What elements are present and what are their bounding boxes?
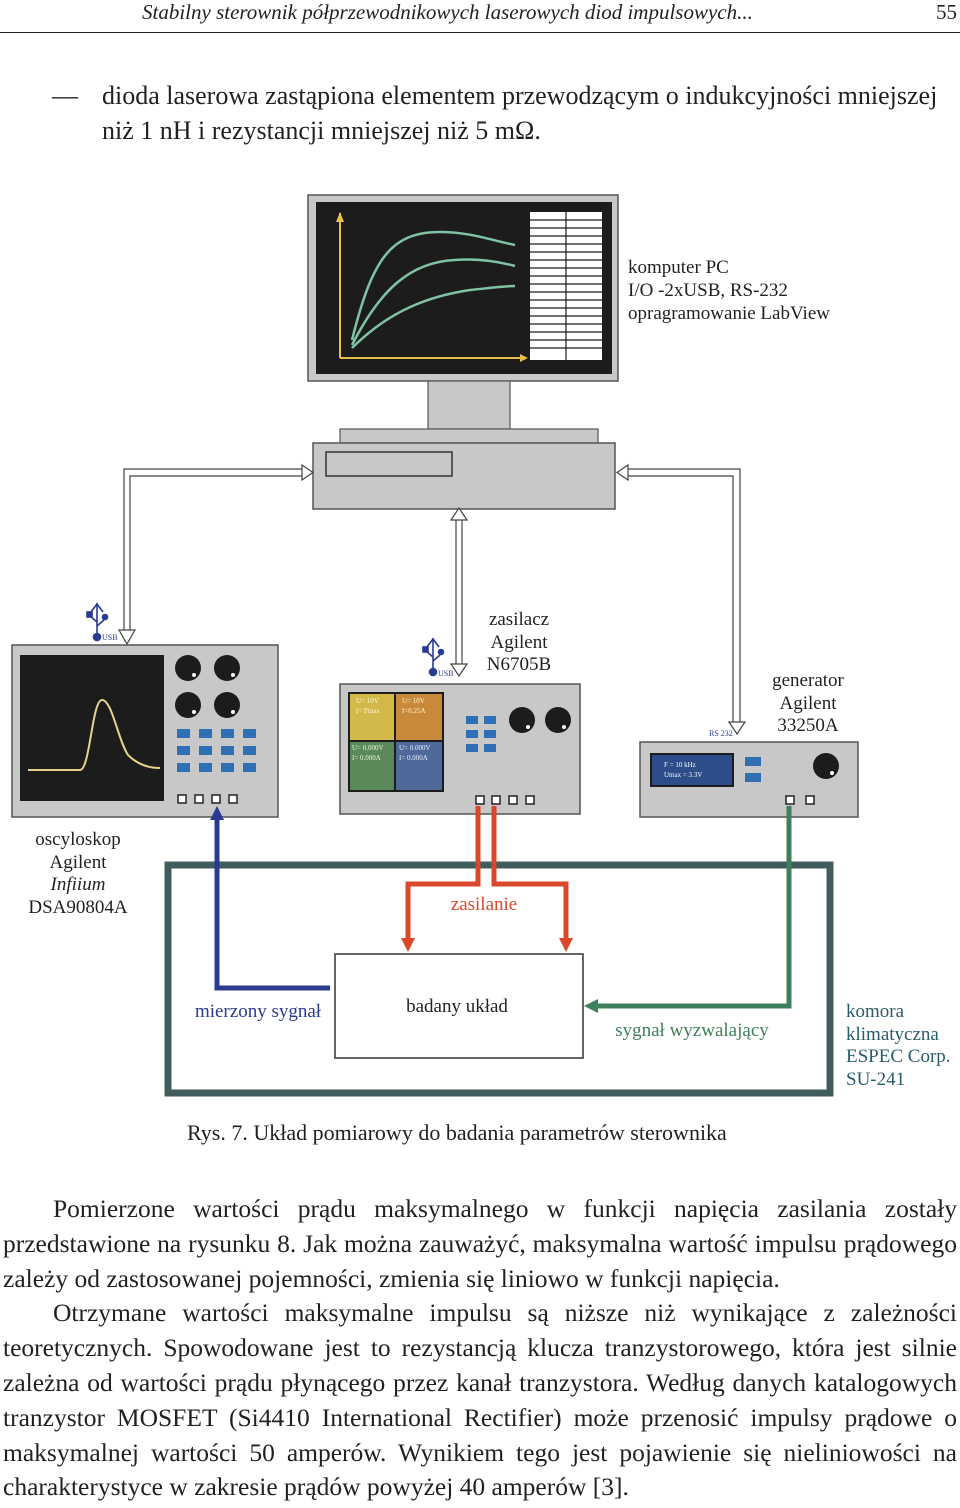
chamber-label-line2: klimatyczna [846,1024,939,1045]
power-arrow-left [401,938,415,952]
body-text: Pomierzone wartości prądu maksymalnego w… [3,1192,957,1505]
pc-base [312,442,616,510]
psu-screen-1a: U= 10V [356,697,379,705]
measurement-setup-figure: komputer PC I/O -2xUSB, RS-232 opragramo… [0,180,960,1110]
psu-screen-3b: I= 0.000A [352,754,381,762]
pc-label-line3: opragramowanie LabView [628,303,830,324]
bullet-text: dioda laserowa zastąpiona elementem prze… [102,81,938,145]
chamber-label-line4: SU-241 [846,1069,905,1090]
psu-screen-2a: U= 10V [402,697,425,705]
power-lines [405,806,569,940]
psu-label-line3: N6705B [487,654,551,675]
usb-label-osc: USB [102,633,118,642]
figure-svg: komputer PC I/O -2xUSB, RS-232 opragramo… [11,194,951,1097]
gen-screen-line2: Umax = 3.3V [664,771,702,779]
bullet-dash: — [52,81,78,110]
power-supply [339,683,581,815]
dut-label: badany układ [406,996,508,1017]
paragraph: Pomierzone wartości prądu maksymalnego w… [3,1194,957,1293]
zasilanie-label: zasilanie [451,894,517,915]
pc-label-line1: komputer PC [628,257,729,278]
usb-label-psu: USB [438,669,454,678]
trigger-signal-label: sygnał wyzwalający [615,1020,769,1041]
oscilloscope-label-line4: DSA90804A [28,897,128,918]
oscilloscope [11,644,279,818]
psu-screen-2b: I=0.25A [402,707,426,715]
trigger-signal-arrow [584,999,598,1013]
pc-psu-cable [449,506,469,678]
pc-generator-cable [615,463,747,736]
measured-signal-label: mierzony sygnał [195,1001,322,1022]
figure-caption: Rys. 7. Układ pomiarowy do badania param… [187,1120,727,1145]
generator-label-line2: Agilent [780,693,838,714]
generator-label-line1: generator [772,670,844,691]
oscilloscope-label-line3: Infiium [50,874,106,895]
trigger-signal-line [596,806,792,1009]
paragraph: Otrzymane wartości maksymalne impulsu są… [3,1298,957,1502]
running-title: Stabilny sterownik półprzewodnikowych la… [142,0,753,24]
measured-signal-line [214,818,330,991]
device-under-test [334,953,584,1059]
climatic-chamber [164,861,834,1097]
psu-label-line1: zasilacz [489,609,549,630]
generator [639,741,859,818]
psu-label-line2: Agilent [491,632,549,653]
psu-screen-1b: I= Pmax [356,707,380,715]
pc-oscilloscope-cable [117,463,315,646]
gen-screen-line1: F = 10 kHz [664,761,696,769]
oscilloscope-label-line1: oscyloskop [35,829,121,850]
power-arrow-right [559,938,573,952]
pc-monitor [307,194,619,444]
oscilloscope-label-line2: Agilent [50,852,108,873]
usb-icon [86,602,109,642]
page-number: 55 [936,0,957,24]
usb-icon [422,637,445,677]
psu-screen-4a: U= 0.000V [399,744,431,752]
rs232-label: RS 232 [709,729,733,738]
generator-label-line3: 33250A [777,715,839,736]
psu-screen-3a: U= 0.000V [352,744,384,752]
pc-label-line2: I/O -2xUSB, RS-232 [628,280,788,301]
chamber-label-line3: ESPEC Corp. [846,1046,951,1067]
psu-screen-4b: I= 0.000A [399,754,428,762]
measured-signal-arrow [210,806,224,820]
chamber-label-line1: komora [846,1001,905,1022]
header-rule [0,32,960,33]
